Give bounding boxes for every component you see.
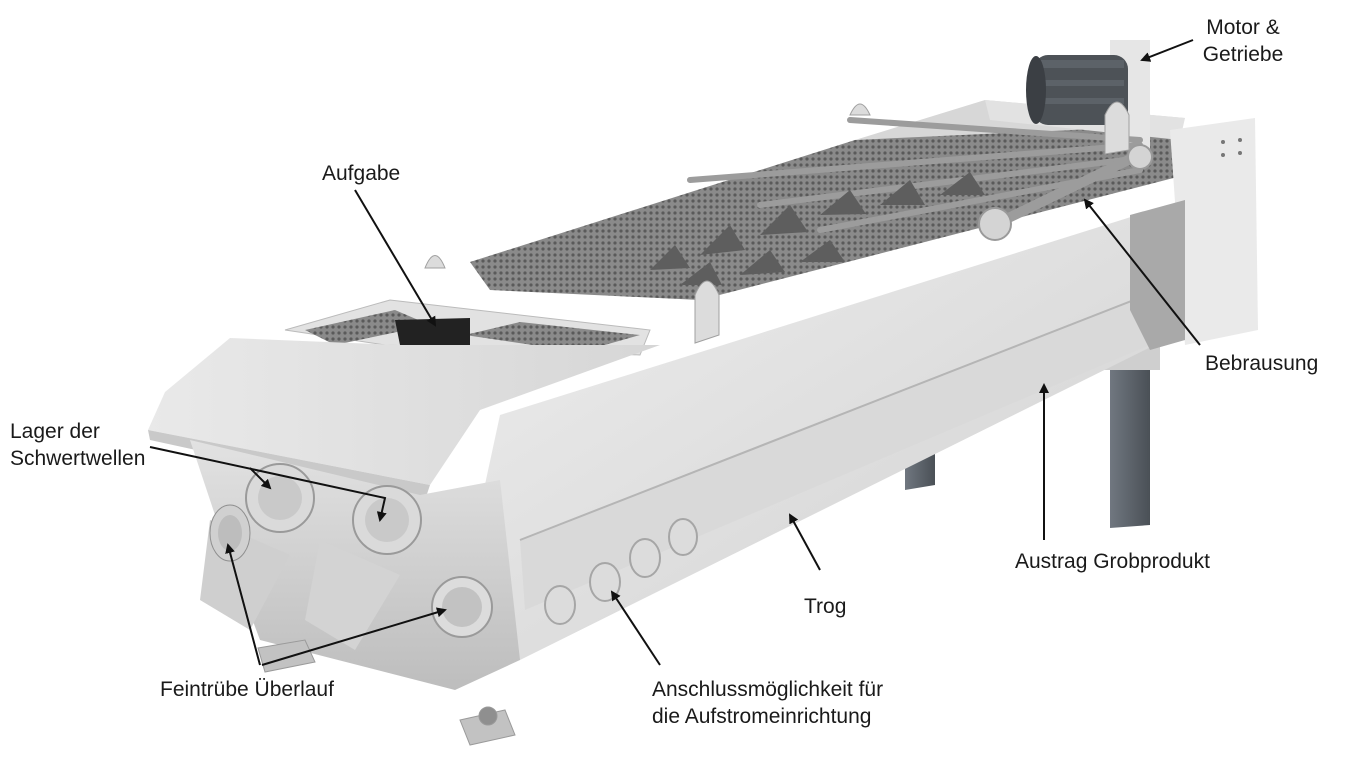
feet: [257, 639, 516, 746]
arrow-motor: [1140, 39, 1194, 62]
trough-end-right: [1130, 118, 1258, 350]
arrow-lager: [149, 446, 387, 522]
label-anschluss-line2: die Aufstromeinrichtung: [652, 705, 872, 728]
arrow-trog: [789, 513, 821, 571]
label-motor: Motor & Getriebe: [1168, 14, 1318, 68]
label-austrag: Austrag Grobprodukt: [1015, 550, 1210, 573]
label-anschluss-line1: Anschlussmöglichkeit für: [652, 678, 884, 701]
label-lager-line1: Lager der: [10, 420, 100, 443]
feed-hopper: [284, 299, 651, 356]
arrow-anschluss: [610, 590, 661, 666]
arrow-feintruebe-left: [225, 543, 261, 666]
label-aufgabe: Aufgabe: [322, 162, 401, 185]
arrow-bebrausung: [1083, 198, 1201, 346]
pipe-flange: [1127, 144, 1153, 170]
trough-end-front: [190, 440, 520, 690]
arrow-lager-2: [249, 467, 272, 490]
leader-arrows: [149, 39, 1201, 666]
label-lager-line2: Schwertwellen: [10, 447, 146, 470]
pipe-flange: [978, 207, 1012, 241]
label-motor-line2: Getriebe: [1202, 43, 1284, 66]
screw-flights: [650, 172, 985, 285]
label-feintruebe: Feintrübe Überlauf: [160, 678, 334, 701]
label-motor-line1: Motor &: [1206, 16, 1280, 39]
label-anschluss: Anschlussmöglichkeit für die Aufstromein…: [652, 676, 883, 730]
label-bebrausung: Bebrausung: [1205, 352, 1319, 375]
label-lager: Lager der Schwertwellen: [10, 418, 145, 472]
arrow-feintruebe-right: [261, 607, 447, 666]
label-trog: Trog: [804, 595, 847, 618]
arrow-aufgabe: [354, 189, 437, 327]
lifting-lugs: [424, 101, 1130, 344]
spray-pipes: [687, 117, 1150, 233]
